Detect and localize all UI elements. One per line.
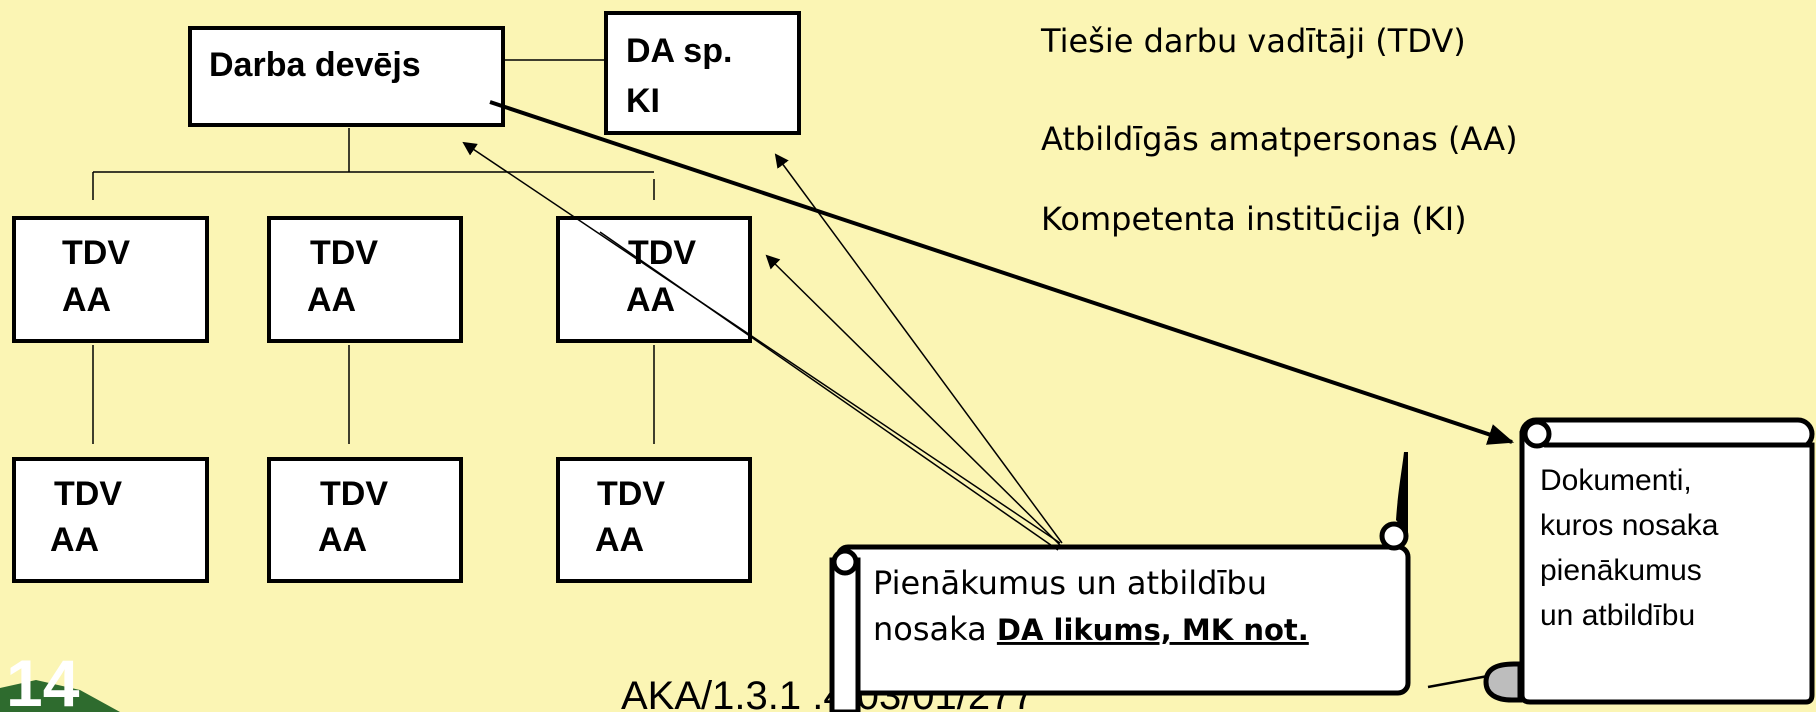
tdv-label: TDV bbox=[628, 234, 696, 272]
competent-institution-label: KI bbox=[626, 82, 660, 120]
legend-tdv: Tiešie darbu vadītāji (TDV) bbox=[1040, 22, 1466, 60]
tdv-label: TDV bbox=[62, 234, 130, 272]
employer-label: Darba devējs bbox=[209, 46, 421, 84]
doc-scroll-top-curl bbox=[1522, 419, 1552, 449]
doc-line-1: Dokumenti, bbox=[1540, 464, 1692, 497]
doc-scroll-bottom-curl bbox=[1483, 661, 1523, 703]
aa-label: AA bbox=[626, 281, 675, 319]
scroll-documents: Dokumenti, kuros nosaka pienākumus un at… bbox=[1427, 417, 1815, 705]
scroll-left-curl bbox=[831, 548, 859, 576]
scroll-left-roll bbox=[829, 557, 861, 712]
tdv-aa-box-top-3: TDV AA bbox=[556, 216, 752, 343]
scroll-line-2: nosaka DA likums, MK not. bbox=[873, 610, 1309, 648]
logo-green-shape bbox=[0, 680, 120, 712]
aa-label: AA bbox=[307, 281, 356, 319]
arrow-to-tdv-aa-box bbox=[765, 254, 1061, 546]
regulation-arrows bbox=[462, 141, 1063, 551]
legend-aa: Atbildīgās amatpersonas (AA) bbox=[1041, 120, 1518, 158]
aa-label: AA bbox=[595, 521, 644, 559]
scroll-right-curl bbox=[1379, 521, 1409, 551]
page-number: 14 bbox=[6, 646, 80, 712]
legend-ki: Kompetenta institūcija (KI) bbox=[1041, 200, 1467, 238]
ohs-specialist-label: DA sp. bbox=[626, 32, 732, 70]
line-through-tdv-box bbox=[599, 231, 1059, 551]
tdv-aa-box-top-2: TDV AA bbox=[267, 216, 463, 343]
doc-line-2: kuros nosaka bbox=[1540, 509, 1719, 542]
employer-box: Darba devējs bbox=[188, 26, 505, 127]
doc-line-3: pienākumus bbox=[1540, 554, 1702, 587]
doc-line-4: un atbildību bbox=[1540, 599, 1695, 632]
aa-label: AA bbox=[62, 281, 111, 319]
arrow-employer-to-documents bbox=[489, 100, 1515, 445]
scroll-legal-reference: DA likums, MK not. bbox=[997, 613, 1309, 647]
ohs-specialist-box: DA sp. KI bbox=[604, 11, 801, 135]
tdv-label: TDV bbox=[54, 475, 122, 513]
doc-scroll-body bbox=[1519, 431, 1815, 705]
aa-label: AA bbox=[318, 521, 367, 559]
tdv-aa-box-top-1: TDV AA bbox=[12, 216, 209, 343]
tdv-label: TDV bbox=[310, 234, 378, 272]
arrow-to-employer bbox=[462, 141, 1061, 544]
scroll-right-roll bbox=[1396, 452, 1408, 535]
tdv-aa-box-bottom-1: TDV AA bbox=[12, 457, 209, 583]
doc-scroll-tail bbox=[1427, 674, 1489, 689]
scroll-regulations: Pienākumus un atbildību nosaka DA likums… bbox=[829, 452, 1411, 712]
tdv-label: TDV bbox=[597, 475, 665, 513]
scroll-line-1: Pienākumus un atbildību bbox=[873, 564, 1267, 602]
tdv-label: TDV bbox=[320, 475, 388, 513]
legend: Tiešie darbu vadītāji (TDV) Atbildīgās a… bbox=[1040, 22, 1518, 238]
tdv-aa-box-bottom-2: TDV AA bbox=[267, 457, 463, 583]
aa-label: AA bbox=[50, 521, 99, 559]
arrow-to-ohs-specialist bbox=[774, 153, 1063, 544]
tree-connectors bbox=[92, 59, 655, 444]
tdv-aa-box-bottom-3: TDV AA bbox=[556, 457, 752, 583]
